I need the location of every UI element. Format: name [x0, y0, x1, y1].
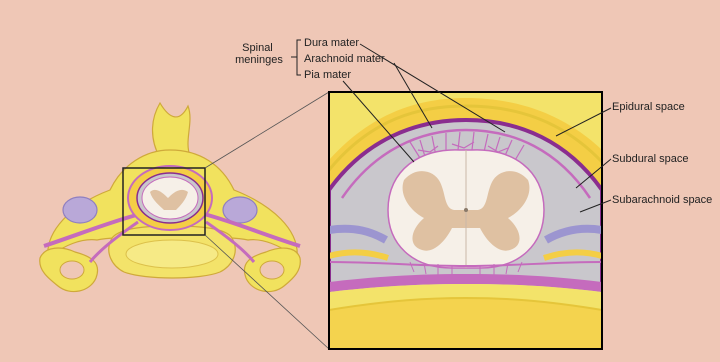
magnified-inset	[329, 92, 602, 349]
pia-mater-label: Pia mater	[304, 69, 351, 81]
right-articular-disc	[223, 197, 257, 223]
arachnoid-mater-label: Arachnoid mater	[304, 53, 385, 65]
dura-mater-label: Dura mater	[304, 37, 359, 49]
left-articular-disc	[63, 197, 97, 223]
epidural-space-label: Epidural space	[612, 101, 685, 113]
subdural-space-label: Subdural space	[612, 153, 688, 165]
vertebral-body-inset	[329, 298, 602, 349]
spinal-cord	[388, 150, 544, 268]
subarachnoid-space-label: Subarachnoid space	[612, 194, 712, 206]
